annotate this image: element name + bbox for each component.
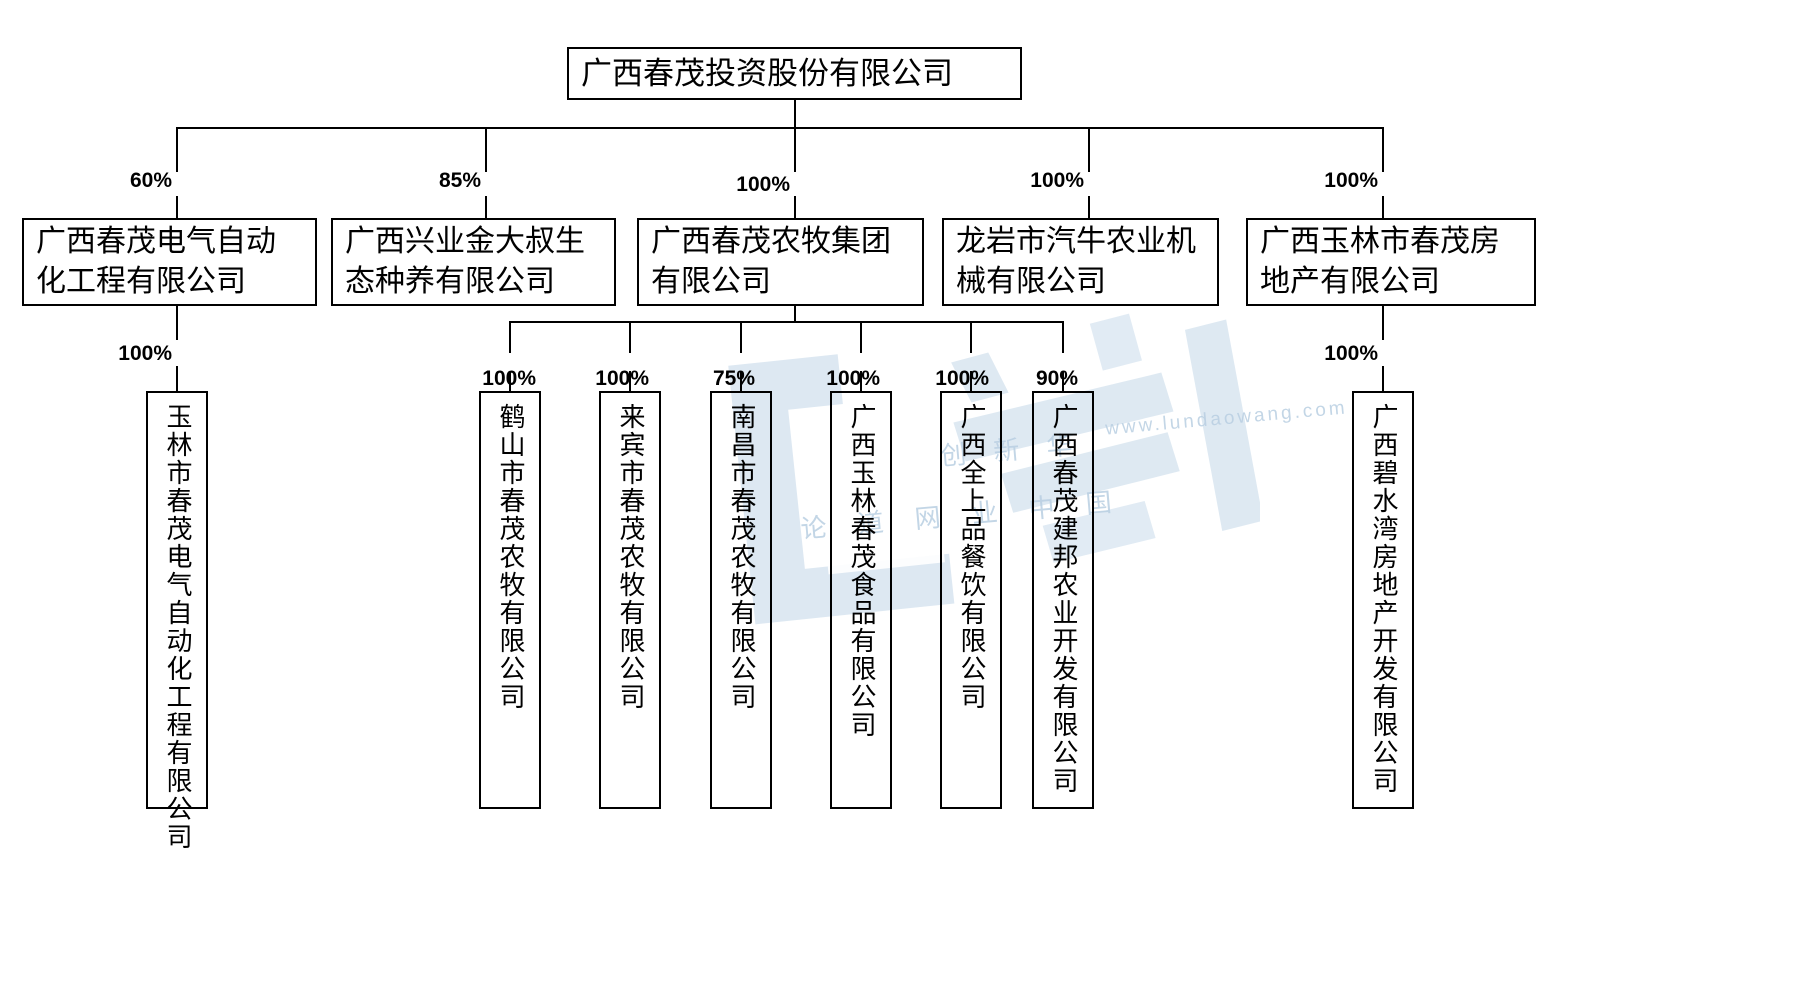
connector-drop-l3-5-upper [860,321,862,353]
connector-drop-l2-4-lower [1088,196,1090,218]
connector-drop-l3-7-upper [1062,321,1064,353]
pct-root-to-l2-1: 60% [129,169,172,192]
connector-level3-bus [509,321,1063,323]
node-l3-7[interactable]: 广西春茂建邦农业开发有限公司 [1032,391,1094,809]
node-l3-3-label: 来宾市春茂农牧有限公司 [616,403,645,711]
connector-drop-l3-8-lower [1382,366,1384,391]
node-l3-8[interactable]: 广西碧水湾房地产开发有限公司 [1352,391,1414,809]
node-l2-4-label: 龙岩市汽牛农业机 械有限公司 [956,225,1196,298]
node-l3-3[interactable]: 来宾市春茂农牧有限公司 [599,391,661,809]
page-bottom-artifact [8,962,128,992]
connector-drop-l3-2-lower [509,371,511,391]
node-l2-2-label: 广西兴业金大叔生 态种养有限公司 [345,225,585,298]
connector-drop-l3-8-upper [1382,306,1384,340]
connector-drop-l3-3-lower [629,371,631,391]
node-l2-5[interactable]: 广西玉林市春茂房 地产有限公司 [1246,218,1536,306]
node-l3-7-label: 广西春茂建邦农业开发有限公司 [1049,403,1078,795]
node-l3-4[interactable]: 南昌市春茂农牧有限公司 [710,391,772,809]
watermark-url: www.lundaowang.com [1104,397,1349,440]
node-l3-1[interactable]: 玉林市春茂电气自动化工程有限公司 [146,391,208,851]
pct-l2-1-to-l3-1: 100% [118,342,172,365]
pct-root-to-l2-4: 100% [1030,169,1084,192]
node-l3-5-label: 广西玉林春茂食品有限公司 [847,403,876,739]
connector-drop-l2-3-lower [794,196,796,218]
connector-drop-l2-2-lower [485,196,487,218]
connector-drop-l2-3 [794,127,796,172]
connector-level2-bus [176,127,1382,129]
pct-l2-3-to-l3-2: 100% [482,367,536,390]
connector-drop-l3-7-lower [1062,371,1064,391]
pct-l2-3-to-l3-4: 75% [712,367,755,390]
connector-drop-l2-4 [1088,127,1090,172]
pct-root-to-l2-5: 100% [1324,169,1378,192]
connector-root-stem [794,100,796,128]
node-l2-5-label: 广西玉林市春茂房 地产有限公司 [1260,225,1500,298]
pct-root-to-l2-2: 85% [438,169,481,192]
node-l3-2-label: 鹤山市春茂农牧有限公司 [496,403,525,711]
pct-l2-3-to-l3-5: 100% [826,367,880,390]
node-l2-1[interactable]: 广西春茂电气自动 化工程有限公司 [22,218,317,306]
connector-drop-l2-1-lower [176,196,178,218]
connector-drop-l3-1-lower [176,366,178,391]
connector-drop-l3-2-upper [509,321,511,353]
node-l3-6[interactable]: 广西全上品餐饮有限公司 [940,391,1002,809]
node-l2-1-label: 广西春茂电气自动 化工程有限公司 [36,225,276,298]
connector-l2-3-stem [794,306,796,322]
pct-l2-3-to-l3-3: 100% [595,367,649,390]
connector-drop-l3-6-upper [970,321,972,353]
connector-drop-l3-3-upper [629,321,631,353]
connector-drop-l2-5 [1382,127,1384,172]
node-l3-4-label: 南昌市春茂农牧有限公司 [727,403,756,711]
node-l3-2[interactable]: 鹤山市春茂农牧有限公司 [479,391,541,809]
connector-drop-l2-1 [176,127,178,172]
node-l3-5[interactable]: 广西玉林春茂食品有限公司 [830,391,892,809]
node-l2-3-label: 广西春茂农牧集团 有限公司 [651,225,891,298]
connector-drop-l2-2 [485,127,487,172]
node-l3-8-label: 广西碧水湾房地产开发有限公司 [1369,403,1398,795]
connector-drop-l3-1-upper [176,306,178,340]
connector-drop-l3-6-lower [970,371,972,391]
pct-l2-3-to-l3-7: 90% [1035,367,1078,390]
node-l2-3[interactable]: 广西春茂农牧集团 有限公司 [637,218,924,306]
node-l3-6-label: 广西全上品餐饮有限公司 [957,403,986,711]
connector-drop-l2-5-lower [1382,196,1384,218]
node-l2-4[interactable]: 龙岩市汽牛农业机 械有限公司 [942,218,1219,306]
pct-l2-3-to-l3-6: 100% [935,367,989,390]
connector-drop-l3-4-upper [740,321,742,353]
node-l3-1-label: 玉林市春茂电气自动化工程有限公司 [163,403,192,851]
node-root[interactable]: 广西春茂投资股份有限公司 [567,47,1022,100]
pct-l2-5-to-l3-8: 100% [1324,342,1378,365]
pct-root-to-l2-3: 100% [736,173,790,196]
node-root-label: 广西春茂投资股份有限公司 [581,55,953,91]
node-l2-2[interactable]: 广西兴业金大叔生 态种养有限公司 [331,218,616,306]
